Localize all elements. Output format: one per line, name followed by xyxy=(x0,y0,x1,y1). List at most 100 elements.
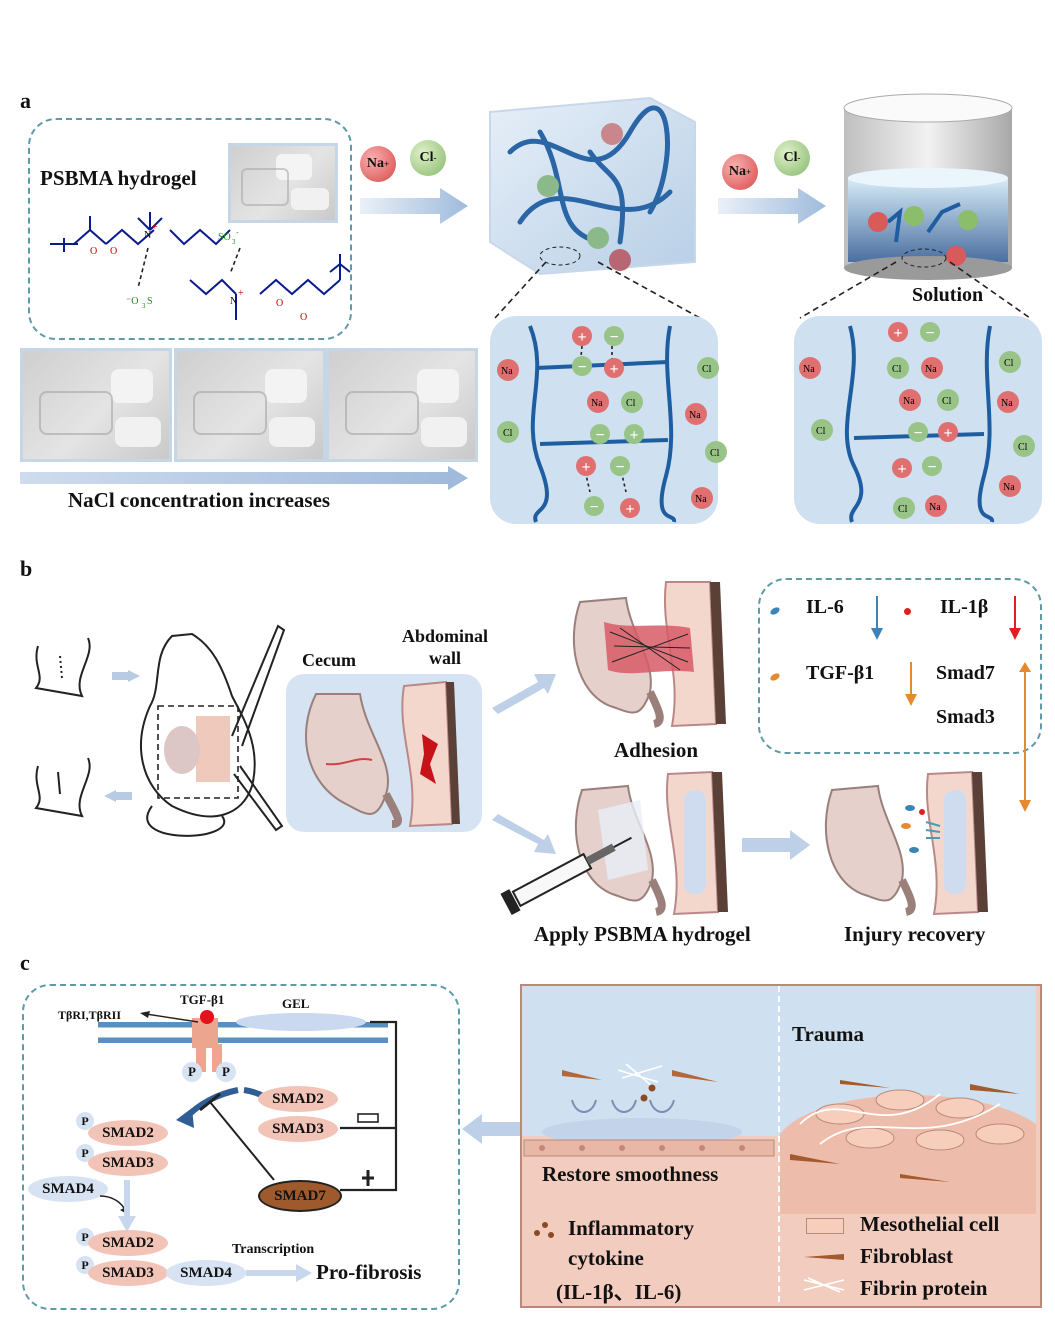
apply-label: Apply PSBMA hydrogel xyxy=(534,922,751,946)
phospho-p-1: P xyxy=(182,1062,202,1082)
svg-text:Na: Na xyxy=(925,364,937,375)
tissue-divider xyxy=(778,986,780,1302)
svg-text:3: 3 xyxy=(142,302,146,310)
fibrin-legend-icon xyxy=(803,1277,845,1293)
nacl-caption: NaCl concentration increases xyxy=(68,488,331,512)
transcription-label: Transcription xyxy=(232,1242,315,1257)
tgf-ligand xyxy=(200,1010,214,1024)
fibroblast-legend-label: Fibroblast xyxy=(860,1244,953,1268)
p-label: P xyxy=(81,1113,89,1128)
p-label: P xyxy=(81,1145,89,1160)
svg-text:Na: Na xyxy=(695,494,707,505)
arrow-to-apply xyxy=(492,814,556,854)
smad2-label: SMAD2 xyxy=(102,1124,154,1141)
cecum-injury-illustration xyxy=(305,680,460,828)
na-label: Na xyxy=(366,156,384,171)
adhesion-label: Adhesion xyxy=(614,738,699,762)
zoom-lines xyxy=(494,261,1031,319)
solution-label: Solution xyxy=(912,284,984,306)
svg-text:Cl: Cl xyxy=(1004,358,1014,369)
arrow-to-pathway xyxy=(462,1114,522,1144)
psbma-chemical-structure: O O N + SO 3 - ⁻O 3 S N + O O xyxy=(50,212,351,323)
gel-feedback-bracket xyxy=(340,1020,398,1192)
svg-text:O: O xyxy=(300,312,307,323)
mouse-surgery-illustration xyxy=(34,624,286,837)
svg-text:Cl: Cl xyxy=(1018,442,1028,453)
marker-label-1: IL-1β xyxy=(940,596,989,618)
svg-text:Cl: Cl xyxy=(626,398,636,409)
p-label: P xyxy=(222,1064,230,1079)
sodium-ion-2: Na+ xyxy=(722,154,758,190)
p-label: P xyxy=(81,1257,89,1272)
svg-text:Na: Na xyxy=(903,396,915,407)
concentration-arrow xyxy=(20,466,468,490)
svg-text:−: − xyxy=(925,325,934,342)
svg-text:Cl: Cl xyxy=(892,364,902,375)
svg-text:−: − xyxy=(927,459,936,476)
marker-summary-box xyxy=(758,578,1042,754)
receptor-tail xyxy=(196,1044,222,1072)
mesothelial-legend-icon xyxy=(806,1218,844,1234)
profibrosis-label: Pro-fibrosis xyxy=(316,1260,422,1284)
svg-text:-: - xyxy=(236,228,239,237)
marker-arrow-2 xyxy=(905,662,917,706)
psbma-structure-box xyxy=(28,118,352,340)
smad3-label: SMAD3 xyxy=(102,1264,154,1281)
svg-text:Na: Na xyxy=(803,364,815,375)
marker-label-2: TGF-β1 xyxy=(806,662,875,684)
receptor-label: TβRI,TβRII xyxy=(58,1008,121,1022)
phospho-p-2: P xyxy=(216,1062,236,1082)
svg-text:−: − xyxy=(609,329,618,346)
marker-label-3: Smad7 xyxy=(936,662,995,684)
restore-label: Restore smoothness xyxy=(542,1162,719,1186)
smad2-label: SMAD2 xyxy=(102,1234,154,1251)
cytokine-legend-icon xyxy=(534,1222,554,1238)
smad4-complex: SMAD4 xyxy=(166,1260,246,1286)
svg-text:N: N xyxy=(144,230,151,241)
smad3-phospho: SMAD3 xyxy=(88,1150,168,1176)
zoom-box-gel: + − − + − + + − − + Na Cl Cl Na Cl Na Na… xyxy=(490,316,727,524)
p-label: P xyxy=(188,1064,196,1079)
solution-beaker xyxy=(843,93,1013,280)
gel-side-illustration xyxy=(523,1063,775,1157)
cl-charge: - xyxy=(797,153,801,163)
recovery-label: Injury recovery xyxy=(844,922,986,946)
adhesion-illustration xyxy=(573,581,726,728)
svg-text:3: 3 xyxy=(232,238,236,246)
zoom-box-solution: + − − + + − Cl Na Na Cl Cl Na Na Cl Cl N… xyxy=(794,316,1042,524)
marker-label-0: IL-6 xyxy=(806,596,844,618)
chloride-ion-2: Cl- xyxy=(774,140,810,176)
phospho-p-3: P xyxy=(76,1112,94,1130)
complex-arrow xyxy=(118,1180,136,1232)
cl-label: Cl xyxy=(783,150,798,165)
smad4-label: SMAD4 xyxy=(42,1180,94,1197)
chloride-ion: Cl- xyxy=(410,140,446,176)
gel-layer xyxy=(236,1013,366,1031)
cytokine-legend-line1: Inflammatory xyxy=(568,1216,694,1240)
smad7: SMAD7 xyxy=(258,1180,342,1212)
psbma-title: PSBMA hydrogel xyxy=(40,166,197,190)
svg-text:O: O xyxy=(276,298,283,309)
trauma-label: Trauma xyxy=(792,1022,864,1046)
smad4-free: SMAD4 xyxy=(28,1176,108,1202)
panel-label-b: b xyxy=(20,556,33,581)
svg-text:N: N xyxy=(230,296,237,307)
svg-text:+: + xyxy=(609,361,618,378)
svg-text:Cl: Cl xyxy=(702,364,712,375)
svg-text:+: + xyxy=(238,288,244,299)
transcription-arrow xyxy=(246,1264,312,1282)
marker-arrow-0 xyxy=(871,596,883,640)
na-charge: + xyxy=(745,167,752,177)
trauma-side-illustration xyxy=(780,1080,1036,1214)
svg-text:Cl: Cl xyxy=(816,426,826,437)
cecum-label: Cecum xyxy=(302,650,356,670)
marker-arrow-3 xyxy=(1019,662,1031,812)
svg-text:SO: SO xyxy=(218,232,231,243)
hydrogel-vial-photo xyxy=(228,143,338,223)
svg-text:Na: Na xyxy=(501,366,513,377)
mesothelial-legend-label: Mesothelial cell xyxy=(860,1212,1000,1236)
svg-text:−: − xyxy=(913,425,922,442)
svg-text:−: − xyxy=(595,427,604,444)
cl-label: Cl xyxy=(419,150,434,165)
marker-arrow-1 xyxy=(1009,596,1021,640)
